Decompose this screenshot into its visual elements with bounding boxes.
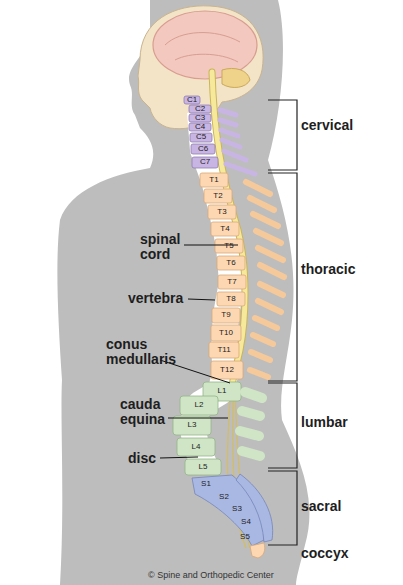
vertebra-number: C3	[195, 114, 205, 122]
vertebra-number: S1	[201, 480, 211, 488]
region-label: thoracic	[301, 262, 355, 277]
brain-fold	[165, 33, 240, 62]
vertebra-number: T10	[219, 329, 233, 337]
vertebra-number: C2	[195, 105, 205, 113]
vertebra-number: C1	[187, 96, 197, 104]
copyright-notice: © Spine and Orthopedic Center	[148, 571, 274, 580]
spinal-cord-core	[212, 72, 245, 386]
vertebra-number: L5	[199, 463, 208, 471]
region-label: lumbar	[301, 415, 348, 430]
vertebra-number: S3	[232, 505, 242, 513]
part-label: conus medullaris	[106, 337, 188, 366]
part-label: vertebra	[128, 291, 183, 306]
cerebellum	[222, 68, 250, 87]
skull	[138, 6, 263, 129]
vertebra-number: T11	[217, 346, 230, 354]
vertebra-number: C4	[195, 123, 205, 131]
part-label: disc	[128, 451, 156, 466]
vertebra-number: T4	[220, 225, 229, 233]
vertebra-number: L2	[195, 401, 204, 409]
brain	[153, 11, 257, 79]
vertebra-number: S2	[219, 493, 229, 501]
part-label: spinal cord	[140, 232, 194, 261]
vertebra-number: L4	[192, 443, 201, 451]
vertebra-number: T7	[227, 278, 236, 286]
vertebra-number: L3	[188, 421, 197, 429]
vertebra-number: C7	[200, 158, 210, 166]
vertebra-number: C6	[198, 145, 208, 153]
vertebra-number: T2	[213, 192, 222, 200]
coccyx-bone	[250, 543, 265, 558]
vertebra-number: T3	[217, 208, 226, 216]
vertebra-number: S4	[241, 518, 251, 526]
cervical-vertebrae	[184, 96, 218, 168]
thoracic-processes	[246, 182, 284, 377]
thoracic-vertebrae	[200, 173, 246, 379]
body-silhouette	[57, 0, 309, 585]
region-label: sacral	[301, 499, 341, 514]
lumbar-processes	[240, 392, 262, 456]
vertebra-number: T8	[226, 295, 235, 303]
region-label: cervical	[301, 118, 353, 133]
vertebra-number: T1	[209, 176, 218, 184]
vertebra-number: S5	[240, 533, 250, 541]
vertebra-number: T12	[220, 366, 234, 374]
spinal-cord	[212, 72, 245, 386]
region-brackets	[268, 100, 297, 545]
vertebra-number: L1	[218, 387, 227, 395]
vertebra-number: C5	[196, 133, 206, 141]
cervical-processes	[220, 110, 255, 174]
part-label: cauda equina	[120, 397, 174, 426]
vertebra-number: T5	[224, 242, 233, 250]
lumbar-vertebrae	[173, 382, 241, 475]
vertebra-number: T9	[221, 311, 230, 319]
vertebra-number: T6	[226, 259, 235, 267]
region-label: coccyx	[301, 546, 348, 561]
